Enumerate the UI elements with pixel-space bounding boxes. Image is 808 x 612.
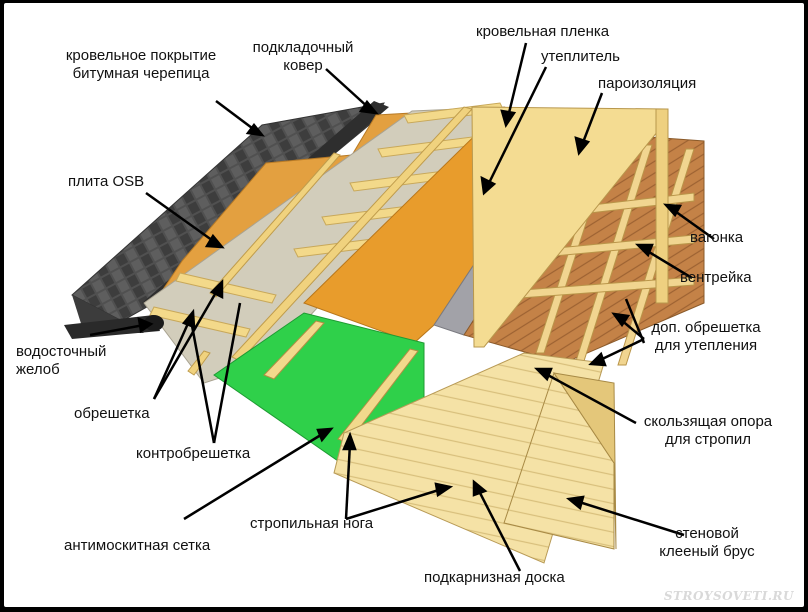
label-counter-batten: контробрешетка (136, 445, 250, 463)
label-lining: вагонка (690, 229, 743, 247)
label-extra-batten: доп. обрешетка для утепления (644, 319, 768, 355)
label-roof-covering: кровельное покрытие битумная черепица (58, 47, 224, 83)
label-ventreyka: вентрейка (680, 269, 752, 287)
label-rafter: стропильная нога (250, 515, 373, 533)
label-insulation: утеплитель (541, 48, 620, 66)
label-vapor-barrier: пароизоляция (598, 75, 696, 93)
label-roof-covering-line2: битумная черепица (58, 65, 224, 83)
label-roof-membrane: кровельная пленка (476, 23, 609, 41)
label-mosquito-net: антимоскитная сетка (64, 537, 210, 555)
label-roof-covering-line1: кровельное покрытие (58, 47, 224, 65)
label-glued-beam-line2: клееный брус (654, 543, 760, 561)
label-batten: обрешетка (74, 405, 150, 423)
label-extra-batten-line2: для утепления (644, 337, 768, 355)
label-underlay: подкладочный ковер (248, 39, 358, 75)
roof-cross-section-illustration (4, 3, 804, 607)
label-underlay-line1: подкладочный (248, 39, 358, 57)
label-gutter-line1: водосточный (16, 343, 106, 361)
watermark: STROYSOVETI.RU (664, 589, 794, 603)
diagram-frame: кровельное покрытие битумная черепица по… (4, 3, 804, 607)
label-extra-batten-line1: доп. обрешетка (644, 319, 768, 337)
label-osb: плита OSB (68, 173, 144, 191)
label-eave-board: подкарнизная доска (424, 569, 565, 587)
label-gutter: водосточный желоб (16, 343, 106, 379)
label-glued-beam-line1: стеновой (654, 525, 760, 543)
label-sliding-support-line2: для стропил (640, 431, 776, 449)
label-sliding-support: скользящая опора для стропил (640, 413, 776, 449)
label-glued-beam: стеновой клееный брус (654, 525, 760, 561)
label-gutter-line2: желоб (16, 361, 106, 379)
label-sliding-support-line1: скользящая опора (640, 413, 776, 431)
label-underlay-line2: ковер (248, 57, 358, 75)
